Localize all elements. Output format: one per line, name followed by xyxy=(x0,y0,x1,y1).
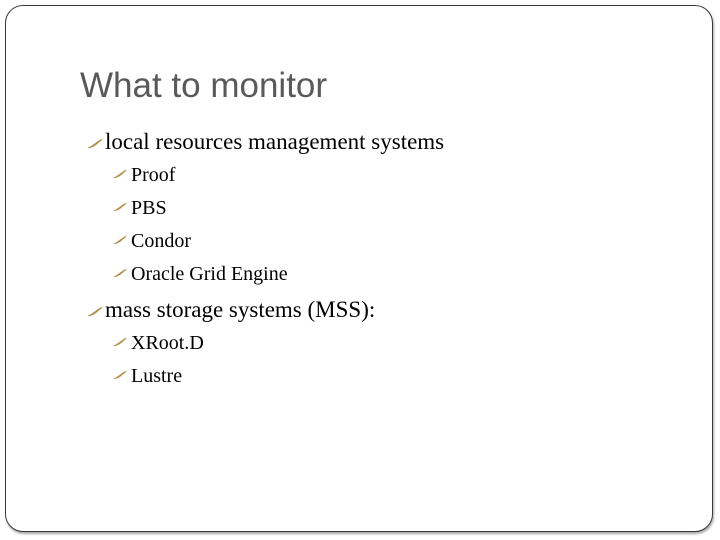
sub-bullet-label: PBS xyxy=(131,197,167,219)
sub-bullet-label: XRoot.D xyxy=(131,332,204,354)
sub-bullet-item: Condor xyxy=(86,225,444,257)
wing-bullet-icon xyxy=(112,267,128,278)
sub-bullet-item: XRoot.D xyxy=(86,327,444,359)
sub-bullet-label: Oracle Grid Engine xyxy=(131,263,288,285)
sub-bullet-item: Oracle Grid Engine xyxy=(86,258,444,290)
sub-bullet-label: Lustre xyxy=(131,365,183,387)
wing-bullet-icon xyxy=(112,201,128,212)
bullet-item-mass-storage: mass storage systems (MSS): xyxy=(86,294,444,326)
bullet-list: local resources management systems Proof… xyxy=(86,124,444,392)
bullet-label: local resources management systems xyxy=(105,129,445,154)
sub-bullet-item: Lustre xyxy=(86,360,444,392)
wing-bullet-icon xyxy=(112,369,128,380)
wing-bullet-icon xyxy=(112,168,128,179)
wing-bullet-icon xyxy=(86,137,104,149)
wing-bullet-icon xyxy=(112,234,128,245)
sub-bullet-label: Condor xyxy=(131,230,191,252)
wing-bullet-icon xyxy=(86,305,104,317)
bullet-label: mass storage systems (MSS): xyxy=(105,297,376,322)
wing-bullet-icon xyxy=(112,336,128,347)
sub-bullet-item: PBS xyxy=(86,192,444,224)
sub-bullet-item: Proof xyxy=(86,159,444,191)
slide-frame: What to monitor local resources manageme… xyxy=(5,5,713,532)
bullet-item-local-resources: local resources management systems xyxy=(86,126,444,158)
slide-title: What to monitor xyxy=(80,66,328,105)
sub-bullet-label: Proof xyxy=(131,164,176,186)
